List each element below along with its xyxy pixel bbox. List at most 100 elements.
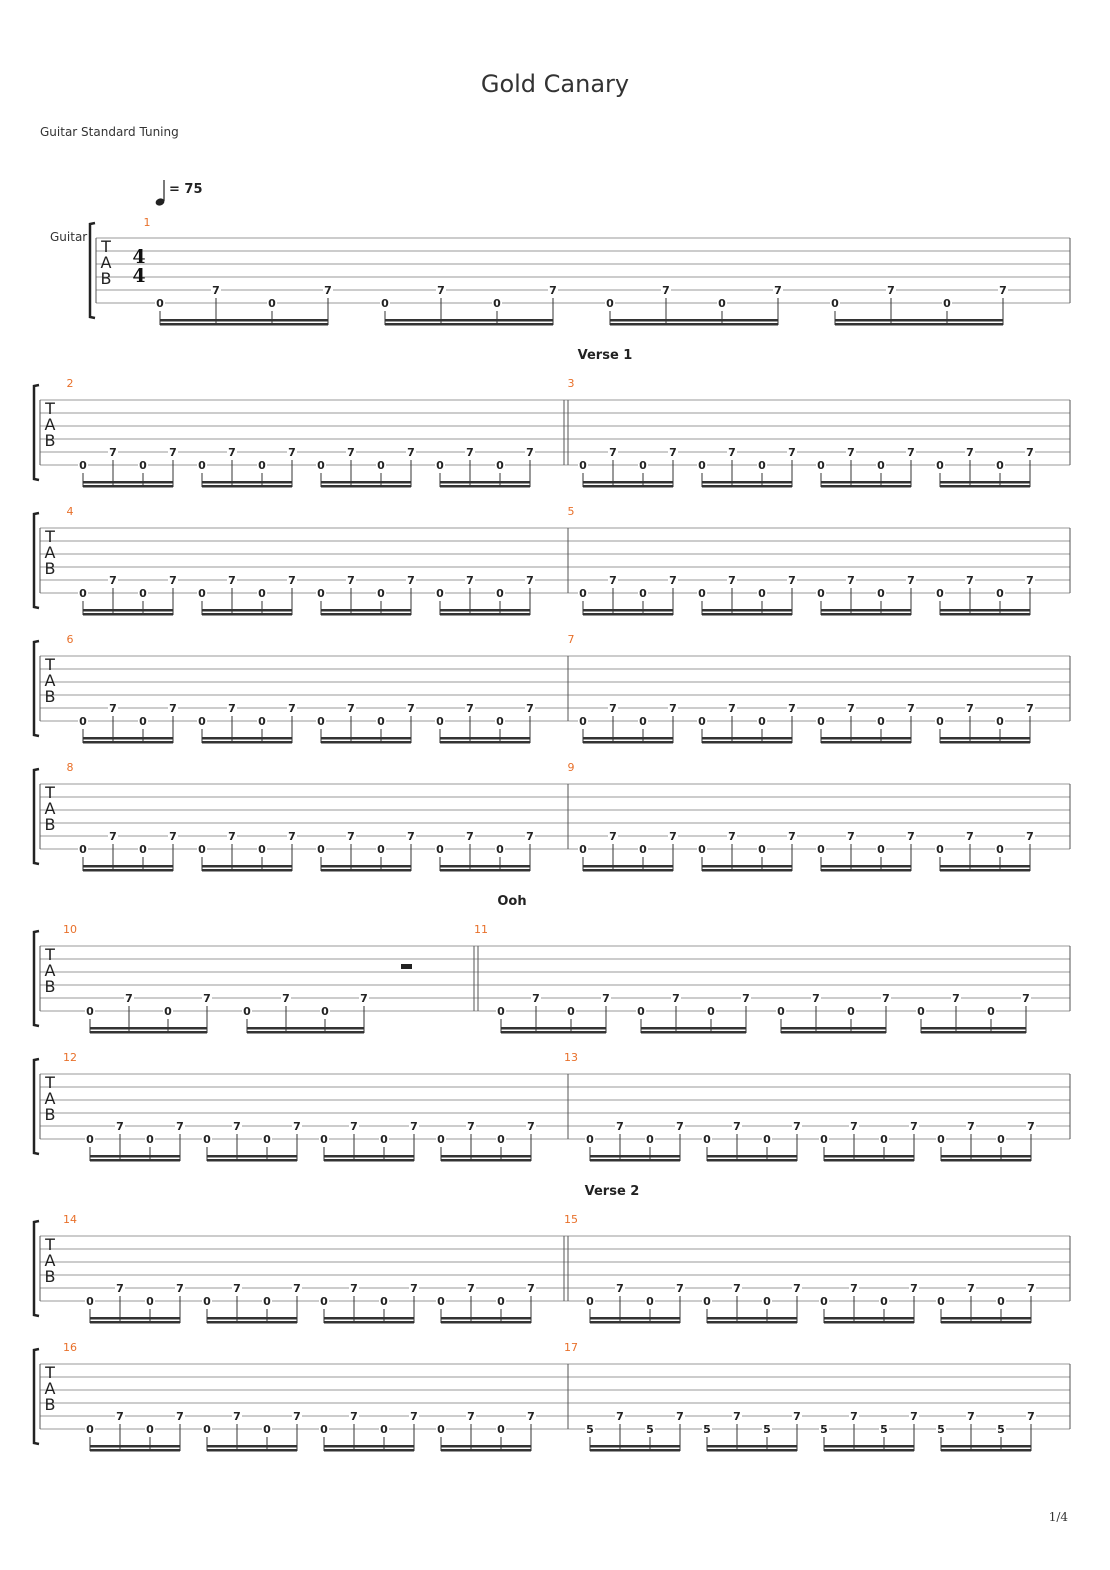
fret-bg bbox=[578, 587, 588, 599]
fret-number: 7 bbox=[410, 1120, 418, 1133]
fret-bg bbox=[168, 702, 178, 714]
fret-bg bbox=[608, 702, 618, 714]
beam-secondary bbox=[707, 1155, 797, 1158]
fret-number: 0 bbox=[377, 715, 385, 728]
fret-number: 0 bbox=[321, 1005, 329, 1018]
fret-number: 7 bbox=[733, 1410, 741, 1423]
fret-bg bbox=[935, 587, 945, 599]
tab-letter-t: T bbox=[44, 1073, 55, 1092]
fret-number: 0 bbox=[877, 843, 885, 856]
fret-bg bbox=[115, 1410, 125, 1422]
tab-letter-t: T bbox=[44, 655, 55, 674]
fret-bg bbox=[292, 1120, 302, 1132]
fret-number: 5 bbox=[703, 1423, 711, 1436]
beam-primary bbox=[440, 485, 530, 488]
fret-number: 7 bbox=[850, 1282, 858, 1295]
beam-primary bbox=[441, 1159, 531, 1162]
fret-number: 7 bbox=[952, 992, 960, 1005]
fret-number: 7 bbox=[350, 1120, 358, 1133]
beam-primary bbox=[821, 613, 911, 616]
fret-number: 0 bbox=[377, 843, 385, 856]
beam-primary bbox=[940, 485, 1030, 488]
fret-number: 7 bbox=[999, 284, 1007, 297]
fret-bg bbox=[138, 843, 148, 855]
fret-bg bbox=[108, 830, 118, 842]
fret-bg bbox=[320, 1005, 330, 1017]
tab-letter-b: B bbox=[45, 815, 56, 834]
measure-number: 17 bbox=[564, 1341, 578, 1354]
fret-number: 0 bbox=[156, 297, 164, 310]
fret-bg bbox=[879, 1423, 889, 1435]
fret-number: 0 bbox=[437, 1295, 445, 1308]
beam-primary bbox=[83, 741, 173, 744]
system-bracket bbox=[32, 767, 40, 866]
fret-bg bbox=[242, 1005, 252, 1017]
fret-bg bbox=[316, 843, 326, 855]
system-bracket bbox=[32, 511, 40, 610]
fret-number: 0 bbox=[698, 843, 706, 856]
beam-secondary bbox=[441, 1445, 531, 1448]
fret-number: 0 bbox=[86, 1295, 94, 1308]
system-bracket bbox=[32, 383, 40, 482]
fret-number: 5 bbox=[646, 1423, 654, 1436]
fret-number: 0 bbox=[496, 459, 504, 472]
fret-bg bbox=[906, 702, 916, 714]
fret-number: 0 bbox=[763, 1133, 771, 1146]
beam-primary bbox=[583, 869, 673, 872]
fret-number: 0 bbox=[198, 587, 206, 600]
fret-bg bbox=[697, 587, 707, 599]
fret-bg bbox=[668, 446, 678, 458]
fret-number: 7 bbox=[1027, 1282, 1035, 1295]
fret-number: 7 bbox=[466, 702, 474, 715]
fret-number: 7 bbox=[109, 830, 117, 843]
fret-number: 0 bbox=[758, 715, 766, 728]
fret-number: 0 bbox=[820, 1295, 828, 1308]
fret-bg bbox=[942, 297, 952, 309]
beam-primary bbox=[610, 323, 778, 326]
fret-number: 7 bbox=[407, 830, 415, 843]
fret-number: 7 bbox=[907, 830, 915, 843]
fret-bg bbox=[435, 459, 445, 471]
beam-secondary bbox=[707, 1445, 797, 1448]
fret-bg bbox=[697, 715, 707, 727]
fret-bg bbox=[262, 1423, 272, 1435]
beam-primary bbox=[160, 323, 328, 326]
fret-number: 7 bbox=[293, 1410, 301, 1423]
fret-number: 7 bbox=[1026, 830, 1034, 843]
fret-number: 7 bbox=[676, 1410, 684, 1423]
fret-bg bbox=[211, 284, 221, 296]
fret-bg bbox=[175, 1120, 185, 1132]
fret-number: 7 bbox=[669, 574, 677, 587]
fret-bg bbox=[608, 830, 618, 842]
section-label: Verse 2 bbox=[585, 1184, 640, 1199]
tab-letter-a: A bbox=[45, 543, 56, 562]
fret-bg bbox=[757, 587, 767, 599]
fret-number: 7 bbox=[733, 1282, 741, 1295]
fret-number: 7 bbox=[233, 1120, 241, 1133]
fret-number: 7 bbox=[549, 284, 557, 297]
beam-primary bbox=[824, 1449, 914, 1452]
fret-bg bbox=[816, 587, 826, 599]
beam-primary bbox=[207, 1321, 297, 1324]
beam-secondary bbox=[583, 865, 673, 868]
fret-bg bbox=[526, 1120, 536, 1132]
fret-number: 0 bbox=[586, 1133, 594, 1146]
fret-bg bbox=[732, 1282, 742, 1294]
fret-bg bbox=[379, 1295, 389, 1307]
beam-secondary bbox=[824, 1317, 914, 1320]
fret-number: 5 bbox=[880, 1423, 888, 1436]
fret-bg bbox=[965, 574, 975, 586]
fret-bg bbox=[495, 715, 505, 727]
beam-primary bbox=[821, 485, 911, 488]
fret-number: 7 bbox=[125, 992, 133, 1005]
fret-number: 0 bbox=[139, 843, 147, 856]
beam-secondary bbox=[441, 1155, 531, 1158]
fret-number: 0 bbox=[639, 843, 647, 856]
fret-bg bbox=[906, 574, 916, 586]
beam-primary bbox=[202, 741, 292, 744]
fret-number: 7 bbox=[1027, 1410, 1035, 1423]
fret-number: 7 bbox=[116, 1282, 124, 1295]
fret-number: 0 bbox=[703, 1295, 711, 1308]
tab-letter-b: B bbox=[45, 1395, 56, 1414]
fret-bg bbox=[465, 446, 475, 458]
